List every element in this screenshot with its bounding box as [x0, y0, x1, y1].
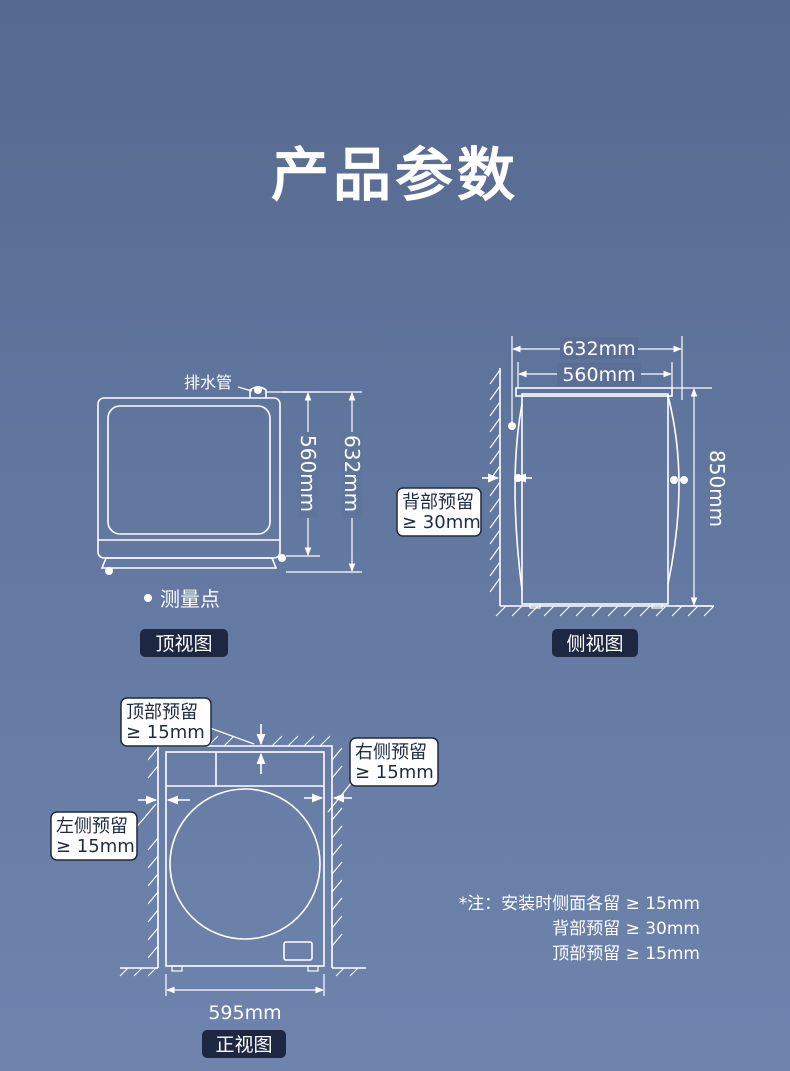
front-floor-hatch: [119, 967, 359, 977]
side-view-body: [521, 393, 669, 605]
front-view-door: [169, 788, 321, 940]
top-view-dim-560: 560mm: [296, 435, 320, 512]
measure-point-icon: [670, 476, 678, 484]
side-view-dim-632: 632mm: [562, 338, 635, 360]
top-view: 排水管 560mm 632mm 测量点 顶视图: [97, 373, 364, 657]
top-view-label: 顶视图: [155, 633, 212, 655]
measure-point-legend: 测量点: [160, 587, 220, 611]
legend-dot-icon: [144, 594, 152, 602]
note-line-3: 顶部预留 ≥ 15mm: [552, 944, 700, 964]
top-view-lid: [107, 405, 271, 535]
note-line-1: *注：安装时侧面各留 ≥ 15mm: [458, 894, 700, 914]
side-view: 632mm 560mm 850mm 背部预留 ≥ 30mm 侧视图: [396, 336, 729, 657]
top-clearance-title: 顶部预留: [126, 702, 198, 723]
side-view-label: 侧视图: [566, 633, 623, 655]
right-clearance-title: 右侧预留: [355, 742, 427, 763]
front-right-wall-hatch: [331, 747, 343, 947]
page-title: 产品参数: [270, 141, 519, 209]
right-clearance-value: ≥ 15mm: [355, 762, 434, 783]
front-view-dim-595: 595mm: [208, 1002, 281, 1024]
front-view: 顶部预留 ≥ 15mm 右侧预留 ≥ 15mm 左侧预留 ≥ 15mm 595m…: [50, 697, 439, 1058]
top-view-dim-632: 632mm: [340, 435, 364, 512]
front-view-body: [165, 751, 325, 967]
measure-point-icon: [254, 386, 262, 394]
drain-pipe-label: 排水管: [184, 373, 232, 392]
front-view-filter-cover: [283, 941, 313, 961]
back-clearance-value: ≥ 30mm: [402, 512, 481, 533]
side-view-dim-850: 850mm: [705, 450, 729, 527]
measure-point-icon: [680, 476, 688, 484]
front-view-label: 正视图: [215, 1034, 272, 1056]
side-floor-hatch: [495, 605, 715, 617]
back-clearance-title: 背部预留: [402, 492, 474, 513]
front-view-enclosure: [157, 745, 333, 968]
measure-point-icon: [105, 567, 113, 575]
top-clearance-value: ≥ 15mm: [126, 722, 205, 743]
side-view-dim-560: 560mm: [562, 364, 635, 386]
left-clearance-value: ≥ 15mm: [56, 836, 135, 857]
left-clearance-title: 左侧预留: [56, 816, 128, 837]
note-line-2: 背部预留 ≥ 30mm: [552, 919, 700, 939]
side-wall-hatch: [489, 369, 501, 593]
measure-point-icon: [278, 554, 286, 562]
front-left-wall-hatch: [147, 747, 159, 959]
